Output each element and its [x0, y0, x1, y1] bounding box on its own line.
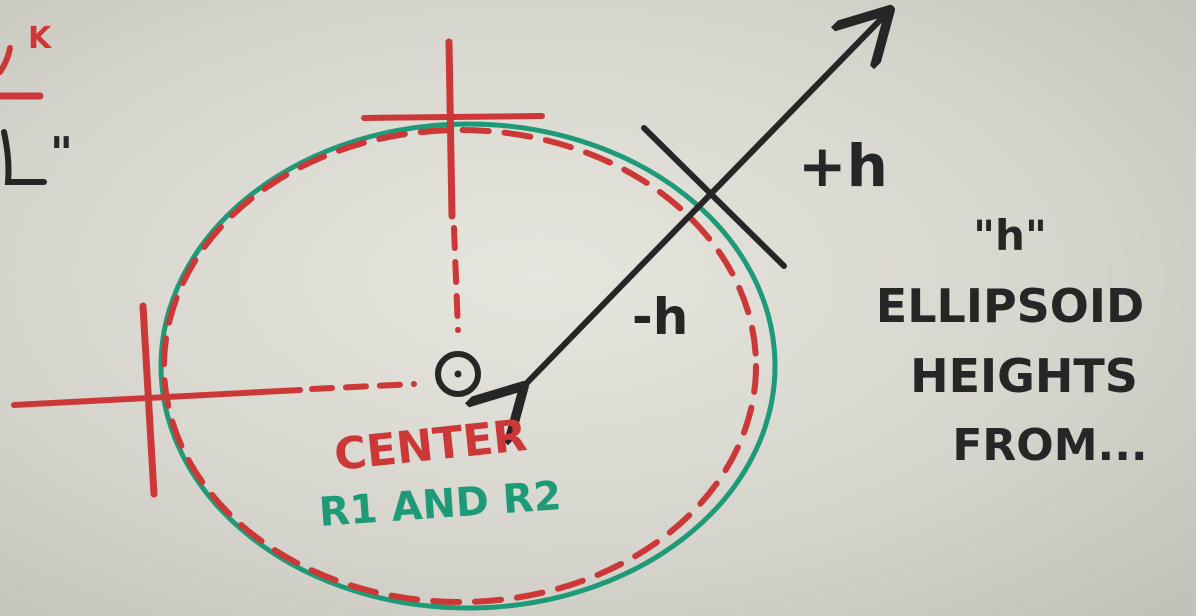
corner-partial-notes: K "	[0, 21, 73, 185]
note-line-2: ELLIPSOID	[876, 279, 1144, 333]
side-note: "h" ELLIPSOID HEIGHTS FROM...	[876, 211, 1148, 471]
height-arrow	[520, 14, 886, 390]
note-line-1: "h"	[973, 211, 1047, 260]
tangent-line	[641, 125, 787, 269]
minus-h-label: -h	[632, 288, 688, 346]
left-crosshair	[11, 302, 303, 498]
plus-h-label: +h	[798, 132, 888, 200]
vertical-radius-dashed	[451, 225, 461, 333]
horizontal-radius-dashed	[309, 381, 417, 392]
corner-k-mark: K	[28, 21, 53, 56]
corner-quote-mark: "	[50, 128, 73, 179]
note-line-4: FROM...	[952, 420, 1147, 471]
corner-red-curve	[0, 45, 13, 75]
note-line-3: HEIGHTS	[910, 349, 1138, 403]
corner-black-stroke	[1, 129, 47, 185]
